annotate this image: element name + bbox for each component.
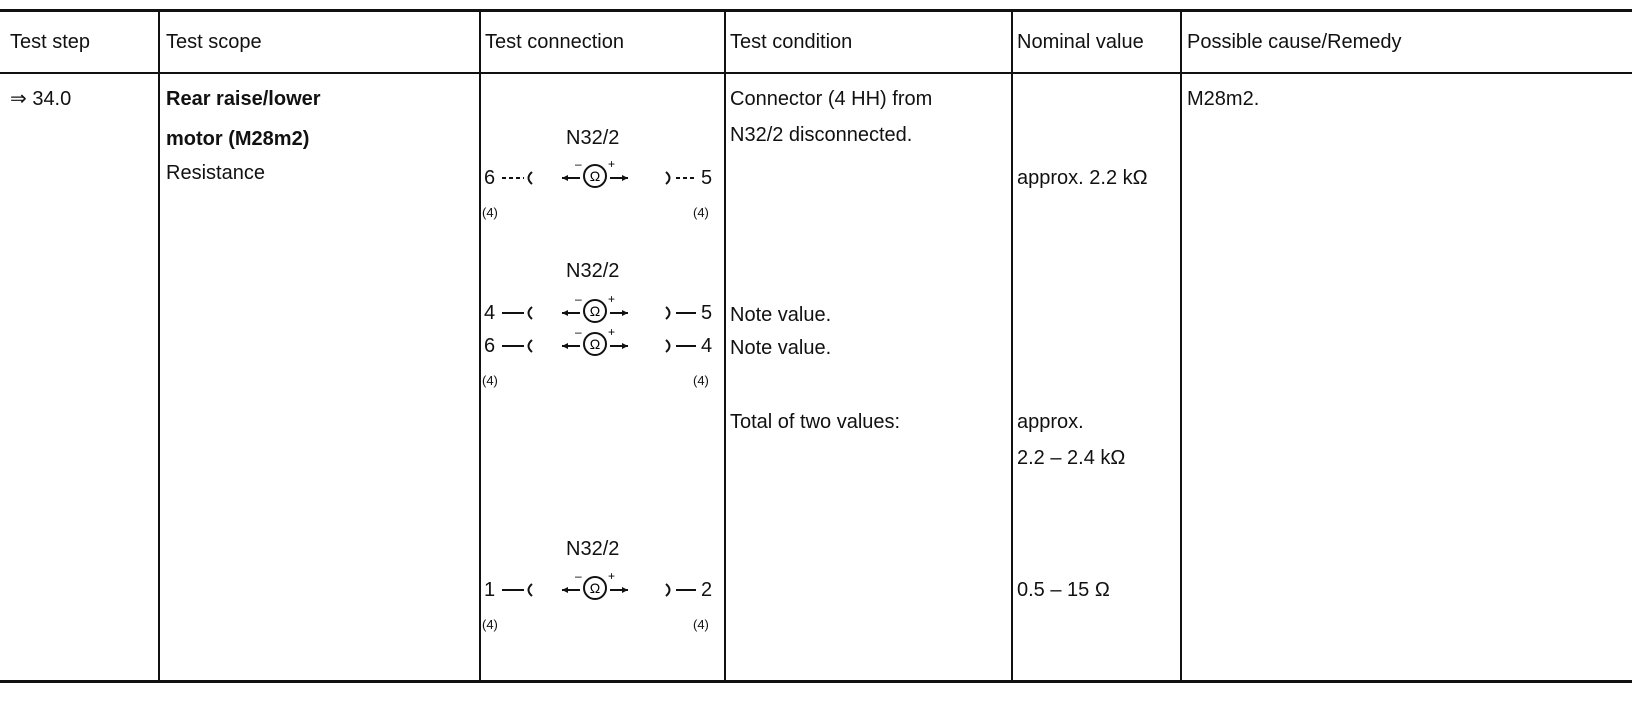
test-scope-title: Rear raise/lower — [166, 88, 321, 110]
connector-socket-icon — [498, 301, 538, 330]
header-test-scope: Test scope — [166, 31, 262, 53]
connector-socket-icon — [498, 578, 538, 607]
ohm-symbol: Ω — [590, 168, 600, 184]
connector-plug-icon — [660, 578, 700, 607]
pin-number: 6 — [484, 335, 496, 357]
connector-number: (4) — [482, 617, 498, 632]
connector-number: (4) — [693, 205, 709, 220]
pin-number: 4 — [701, 335, 713, 357]
condition-text: Note value. — [730, 337, 832, 359]
pin-number: 4 — [484, 302, 496, 324]
ohmmeter-icon: Ω – + — [560, 291, 630, 336]
svg-text:+: + — [608, 325, 615, 339]
ohm-symbol: Ω — [590, 303, 600, 319]
connector-number: (4) — [482, 205, 498, 220]
header-possible-cause: Possible cause/Remedy — [1187, 31, 1402, 53]
table-bottom-rule — [0, 680, 1632, 683]
pin-number: 2 — [701, 579, 713, 601]
column-divider — [1180, 9, 1182, 683]
svg-text:+: + — [608, 569, 615, 583]
pin-number: 6 — [484, 167, 496, 189]
condition-text: N32/2 disconnected. — [730, 124, 913, 146]
svg-text:–: – — [575, 157, 582, 171]
connector-number: (4) — [693, 373, 709, 388]
table-top-rule — [0, 9, 1632, 12]
remedy-text: M28m2. — [1187, 88, 1260, 110]
connector-number: (4) — [482, 373, 498, 388]
pin-number: 5 — [701, 302, 713, 324]
column-divider — [724, 9, 726, 683]
connector-plug-icon — [660, 166, 700, 195]
nominal-value: approx. — [1017, 411, 1084, 433]
ohmmeter-icon: Ω – + — [560, 568, 630, 613]
svg-text:–: – — [575, 325, 582, 339]
connector-plug-icon — [660, 334, 700, 363]
column-divider — [1011, 9, 1013, 683]
device-label: N32/2 — [566, 127, 620, 149]
test-step-number: ⇒ 34.0 — [10, 88, 72, 110]
test-scope-sub: Resistance — [166, 162, 265, 184]
column-divider — [158, 9, 160, 683]
connector-socket-icon — [498, 166, 538, 195]
header-test-connection: Test connection — [485, 31, 624, 53]
test-scope-title: motor (M28m2) — [166, 128, 310, 150]
svg-text:–: – — [575, 292, 582, 306]
nominal-value: approx. 2.2 kΩ — [1017, 167, 1148, 189]
nominal-value: 0.5 – 15 Ω — [1017, 579, 1110, 601]
svg-text:+: + — [608, 157, 615, 171]
header-nominal-value: Nominal value — [1017, 31, 1144, 53]
pin-number: 1 — [484, 579, 496, 601]
ohm-symbol: Ω — [590, 336, 600, 352]
condition-text: Total of two values: — [730, 411, 901, 433]
connector-number: (4) — [693, 617, 709, 632]
device-label: N32/2 — [566, 538, 620, 560]
device-label: N32/2 — [566, 260, 620, 282]
svg-text:+: + — [608, 292, 615, 306]
connector-socket-icon — [498, 334, 538, 363]
nominal-value: 2.2 – 2.4 kΩ — [1017, 447, 1126, 469]
header-test-condition: Test condition — [730, 31, 853, 53]
condition-text: Connector (4 HH) from — [730, 88, 933, 110]
svg-text:–: – — [575, 569, 582, 583]
pin-number: 5 — [701, 167, 713, 189]
connector-plug-icon — [660, 301, 700, 330]
header-bottom-rule — [0, 72, 1632, 74]
ohmmeter-icon: Ω – + — [560, 156, 630, 201]
ohmmeter-icon: Ω – + — [560, 324, 630, 369]
ohm-symbol: Ω — [590, 580, 600, 596]
header-test-step: Test step — [10, 31, 91, 53]
column-divider — [479, 9, 481, 683]
condition-text: Note value. — [730, 304, 832, 326]
